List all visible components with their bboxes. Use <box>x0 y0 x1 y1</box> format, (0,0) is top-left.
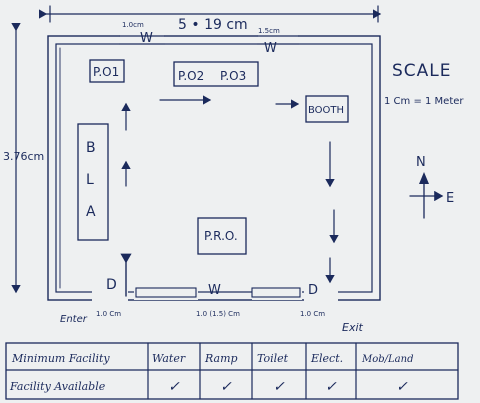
compass-icon: N E <box>409 155 454 219</box>
exit-label: Exit <box>342 321 364 334</box>
col-elect: Elect. <box>310 352 343 365</box>
mark-mob-land: ✓ <box>396 379 408 395</box>
mark-ramp: ✓ <box>220 379 232 395</box>
window-top-right-dim: 1.5cm <box>258 27 280 35</box>
building-walls <box>47 35 381 301</box>
svg-text:B: B <box>86 140 96 156</box>
door-right: D 1.0 Cm <box>300 283 338 318</box>
compass-north: N <box>416 155 426 170</box>
window-bottom: W 1.0 (1.5) Cm <box>134 283 240 318</box>
row-facility-available: Facility Available <box>9 380 106 393</box>
room-po1: P.O1 <box>89 59 125 83</box>
room-pro: P.R.O. <box>197 217 247 255</box>
door-left: D 1.0 Cm <box>92 253 132 318</box>
col-water: Water <box>152 352 186 365</box>
mark-elect: ✓ <box>325 379 337 395</box>
height-dimension: 3.76cm <box>3 22 44 294</box>
window-bottom-dim: 1.0 (1.5) Cm <box>196 310 240 318</box>
col-toilet: Toilet <box>257 352 289 365</box>
room-po2: P.O2 <box>178 69 204 83</box>
room-po3: P.O3 <box>220 69 246 83</box>
svg-text:A: A <box>86 204 96 220</box>
room-po2-po3: P.O2 P.O3 <box>173 61 259 87</box>
door-left-label: D <box>106 277 117 293</box>
door-right-label: D <box>308 283 318 298</box>
scale-value: 1 Cm = 1 Meter <box>384 96 464 107</box>
door-left-dim: 1.0 Cm <box>96 310 121 318</box>
svg-text:P.R.O.: P.R.O. <box>204 229 238 243</box>
window-bottom-right <box>251 286 302 300</box>
room-bla: B L A <box>77 123 109 241</box>
height-label: 3.76cm <box>3 150 44 163</box>
facility-table: Minimum Facility Facility Available Wate… <box>5 342 459 400</box>
window-top-left: W 1.0cm <box>119 21 165 46</box>
scale-title: SCALE <box>392 61 452 81</box>
width-dimension: 5 • 19 cm <box>38 5 382 33</box>
row-minimum-facility: Minimum Facility <box>11 352 110 365</box>
col-ramp: Ramp <box>204 352 238 365</box>
flow-arrows <box>121 95 339 284</box>
width-label: 5 • 19 cm <box>178 17 248 33</box>
svg-text:BOOTH: BOOTH <box>308 105 344 116</box>
window-bottom-label: W <box>208 283 221 298</box>
window-top-right-label: W <box>264 41 277 56</box>
door-right-dim: 1.0 Cm <box>300 310 325 318</box>
mark-toilet: ✓ <box>273 379 285 395</box>
compass-east: E <box>446 191 454 206</box>
window-top-right: W 1.5cm <box>257 27 299 56</box>
mark-water: ✓ <box>168 379 180 395</box>
window-top-left-dim: 1.0cm <box>122 21 144 29</box>
svg-text:L: L <box>86 172 94 188</box>
svg-text:P.O1: P.O1 <box>93 65 119 79</box>
room-booth: BOOTH <box>305 95 349 123</box>
col-mob-land: Mob/Land <box>361 354 413 365</box>
window-top-left-label: W <box>140 31 153 46</box>
entry-label: Enter <box>60 314 88 325</box>
